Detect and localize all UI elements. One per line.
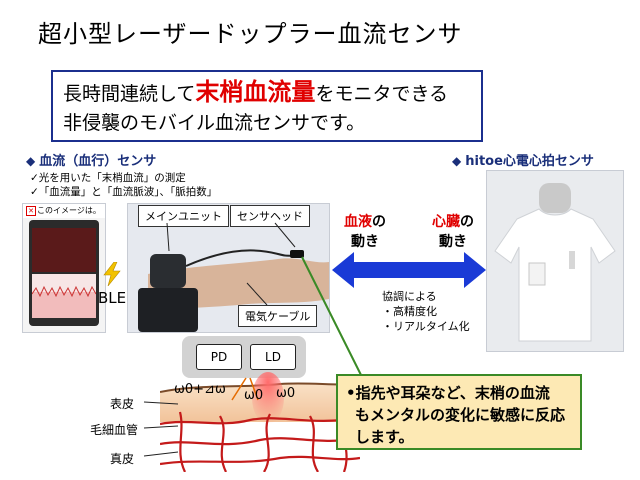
summary-callout: 長時間連続して末梢血流量をモニタできる 非侵襲のモバイル血流センサです。 [51, 70, 483, 142]
pulse-wave-graph [31, 285, 97, 318]
double-arrow-icon [332, 252, 486, 288]
heart-red-text: 心臓 [432, 214, 460, 230]
ld-box: LD [250, 344, 296, 370]
lightning-icon [103, 262, 121, 286]
page-title: 超小型レーザードップラー血流センサ [38, 20, 463, 48]
tissue-label-dermis: 真皮 [110, 452, 135, 466]
heart-line2: 動き [439, 234, 467, 250]
coordination-bullet-2: ・リアルタイム化 [382, 320, 470, 333]
coordination-bullet-1: ・高精度化 [382, 305, 437, 318]
callout-pre: 長時間連続して [63, 83, 196, 105]
tissue-label-epidermis: 表皮 [110, 397, 135, 411]
diamond-icon: ◆ [26, 154, 36, 168]
heart-motion-label: 心臓の 動き [428, 212, 478, 252]
sensor-head-label: センサヘッド [230, 205, 310, 227]
highlight-line-2: もメンタルの変化に敏感に反応 [355, 406, 566, 424]
highlight-note: •指先や耳朶など、末梢の血流 もメンタルの変化に敏感に反応 します。 [336, 374, 582, 450]
phone-device [29, 220, 99, 326]
blood-red-text: 血液 [344, 214, 372, 230]
sensor-note-2: ✓「血流量」と「血流脈波」、「脈拍数」 [30, 186, 218, 198]
close-icon: ✕ [26, 206, 36, 216]
blood-line2: 動き [351, 234, 379, 250]
label-leaders [166, 222, 296, 306]
callout-line2: 非侵襲のモバイル血流センサです。 [63, 112, 366, 134]
phone-status-panel [32, 228, 96, 272]
shirt-illustration [494, 183, 616, 342]
phone-graph-panel [31, 274, 97, 318]
cable-label: 電気ケーブル [238, 305, 318, 327]
phone-screenshot: ✕ このイメージは。 [22, 203, 106, 333]
ble-label: BLE [98, 289, 127, 307]
sensor-note-1: ✓光を用いた「末梢血流」の測定 [30, 172, 186, 184]
callout-highlight: 末梢血流量 [195, 78, 316, 106]
coordination-list: 協調による ・高精度化 ・リアルタイム化 [382, 289, 470, 334]
tissue-leaders [143, 401, 179, 457]
omega-label-1: ω0 [244, 388, 264, 403]
diamond-icon: ◆ [452, 154, 462, 168]
omega-label-2: ω0 [276, 386, 296, 401]
callout-post: をモニタできる [315, 83, 449, 105]
coordination-label: 協調による [382, 290, 437, 303]
blood-rest-text: の [372, 214, 386, 230]
blood-sensor-heading: ◆血流（血行）センサ [26, 150, 156, 169]
phone-header-text: このイメージは。 [37, 206, 101, 215]
highlight-line-3: します。 [355, 428, 414, 446]
hitoe-shirt-photo [486, 170, 624, 352]
phone-header: ✕ このイメージは。 [23, 204, 105, 218]
blood-sensor-heading-text: 血流（血行）センサ [39, 154, 157, 169]
omega-shifted: ω0+⊿ω [174, 382, 226, 397]
pd-box: PD [196, 344, 242, 370]
blood-motion-label: 血液の 動き [340, 212, 390, 252]
leader-line [301, 256, 363, 378]
hitoe-heading-text: hitoe心電心拍センサ [465, 154, 594, 169]
main-unit-label: メインユニット [138, 205, 229, 227]
heart-rest-text: の [460, 214, 474, 230]
highlight-line-1: •指先や耳朶など、末梢の血流 [346, 384, 550, 402]
tissue-label-capillary: 毛細血管 [90, 423, 139, 437]
hitoe-heading: ◆hitoe心電心拍センサ [452, 150, 594, 169]
